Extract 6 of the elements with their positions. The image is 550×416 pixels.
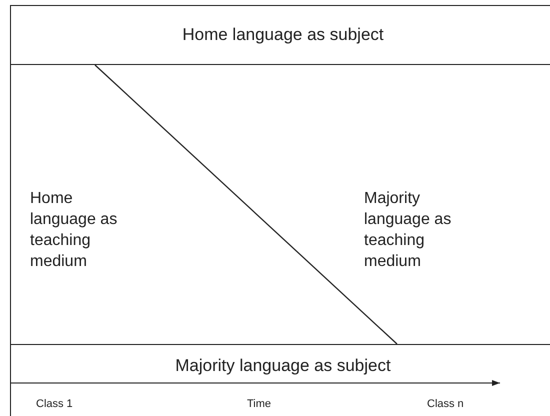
- axis-label: Time: [247, 398, 272, 410]
- subject-band: Home language as subject: [10, 5, 550, 65]
- region-label: Majority language as teaching medium: [364, 188, 474, 272]
- axis-label: Class n: [427, 398, 464, 410]
- axis-label: Class 1: [36, 398, 73, 410]
- region-label: Home language as teaching medium: [30, 188, 140, 272]
